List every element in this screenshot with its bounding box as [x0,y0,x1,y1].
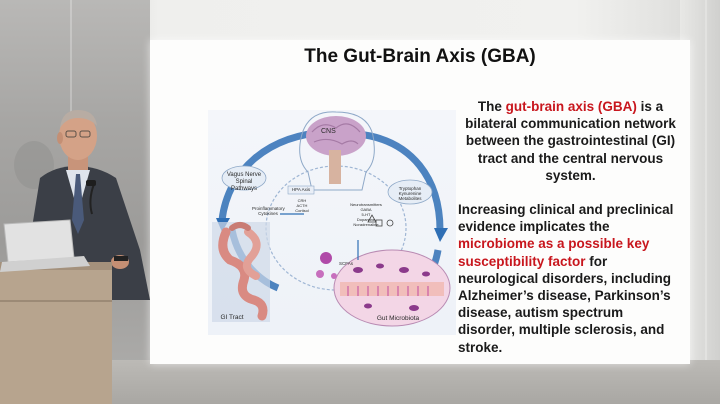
label-tryptophan: Tryptophan Kynurenine Metabolites [398,186,422,201]
label-vagus: Vagus Nerve Spinal Pathways [226,172,262,192]
stage-floor [0,360,720,404]
microbiome-evidence: Increasing clinical and preclinical evid… [458,202,674,355]
label-cytokines: Proinflammatory Cytokines [252,206,285,216]
diagram-artwork [212,111,451,327]
microbiome-term: microbiome as a possible key susceptibil… [458,236,650,269]
label-cns: CNS [321,128,336,135]
label-scfa: SCFAs [338,261,353,266]
wall-seam [705,0,707,404]
speaker-figure [0,110,150,404]
slide-body: The gut-brain axis (GBA) is a bilateral … [458,98,683,373]
gba-term: gut-brain axis (GBA) [505,99,637,114]
label-gut-microbiota: Gut Microbiota [376,315,420,322]
gba-definition: The gut-brain axis (GBA) is a bilateral … [465,99,676,183]
slide-title: The Gut-Brain Axis (GBA) [304,46,536,67]
speaker-scene [0,0,160,404]
gut-brain-axis-diagram: CNS Vagus Nerve Spinal Pathways HPA Axis… [208,110,456,335]
projected-slide: The Gut-Brain Axis (GBA) [150,40,690,364]
label-gi-tract: GI Tract [220,314,244,321]
label-hpa: HPA Axis [291,187,311,192]
